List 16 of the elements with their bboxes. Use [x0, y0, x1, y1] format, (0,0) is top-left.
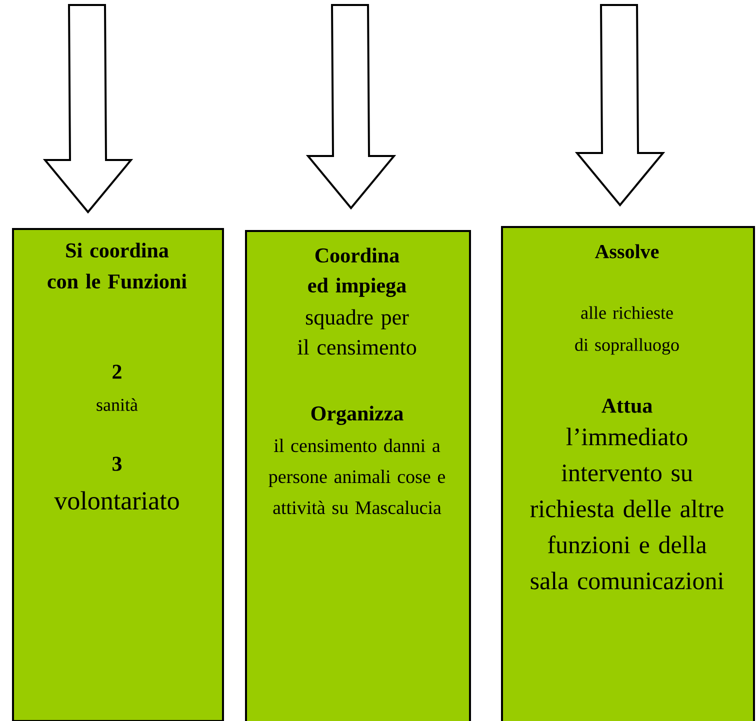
body-text: sanità [96, 398, 138, 411]
heading-text: Assolve [594, 244, 659, 258]
body-text: volontariato [54, 491, 179, 510]
body-text: alle richieste di sopralluogo [575, 306, 679, 355]
block-arrow [42, 4, 134, 214]
heading-text: Organizza [311, 406, 404, 425]
body-text: il censimento danni a persone animali cose e attività su Mascalucia [268, 438, 445, 514]
body-text: l’immediato intervento su richiesta delle altre funzioni e della sala comunicazioni [530, 428, 724, 590]
heading-text: 2 [112, 364, 122, 379]
block-arrow [574, 4, 666, 207]
body-text: squadre per il censimento [298, 309, 416, 355]
heading-text: Attua [602, 398, 652, 413]
heading-text: Coordina ed impiega [308, 248, 406, 297]
heading-text: Si coordina con le Funzioni [48, 242, 187, 289]
block-arrow [306, 4, 396, 210]
heading-text: 3 [112, 456, 122, 471]
